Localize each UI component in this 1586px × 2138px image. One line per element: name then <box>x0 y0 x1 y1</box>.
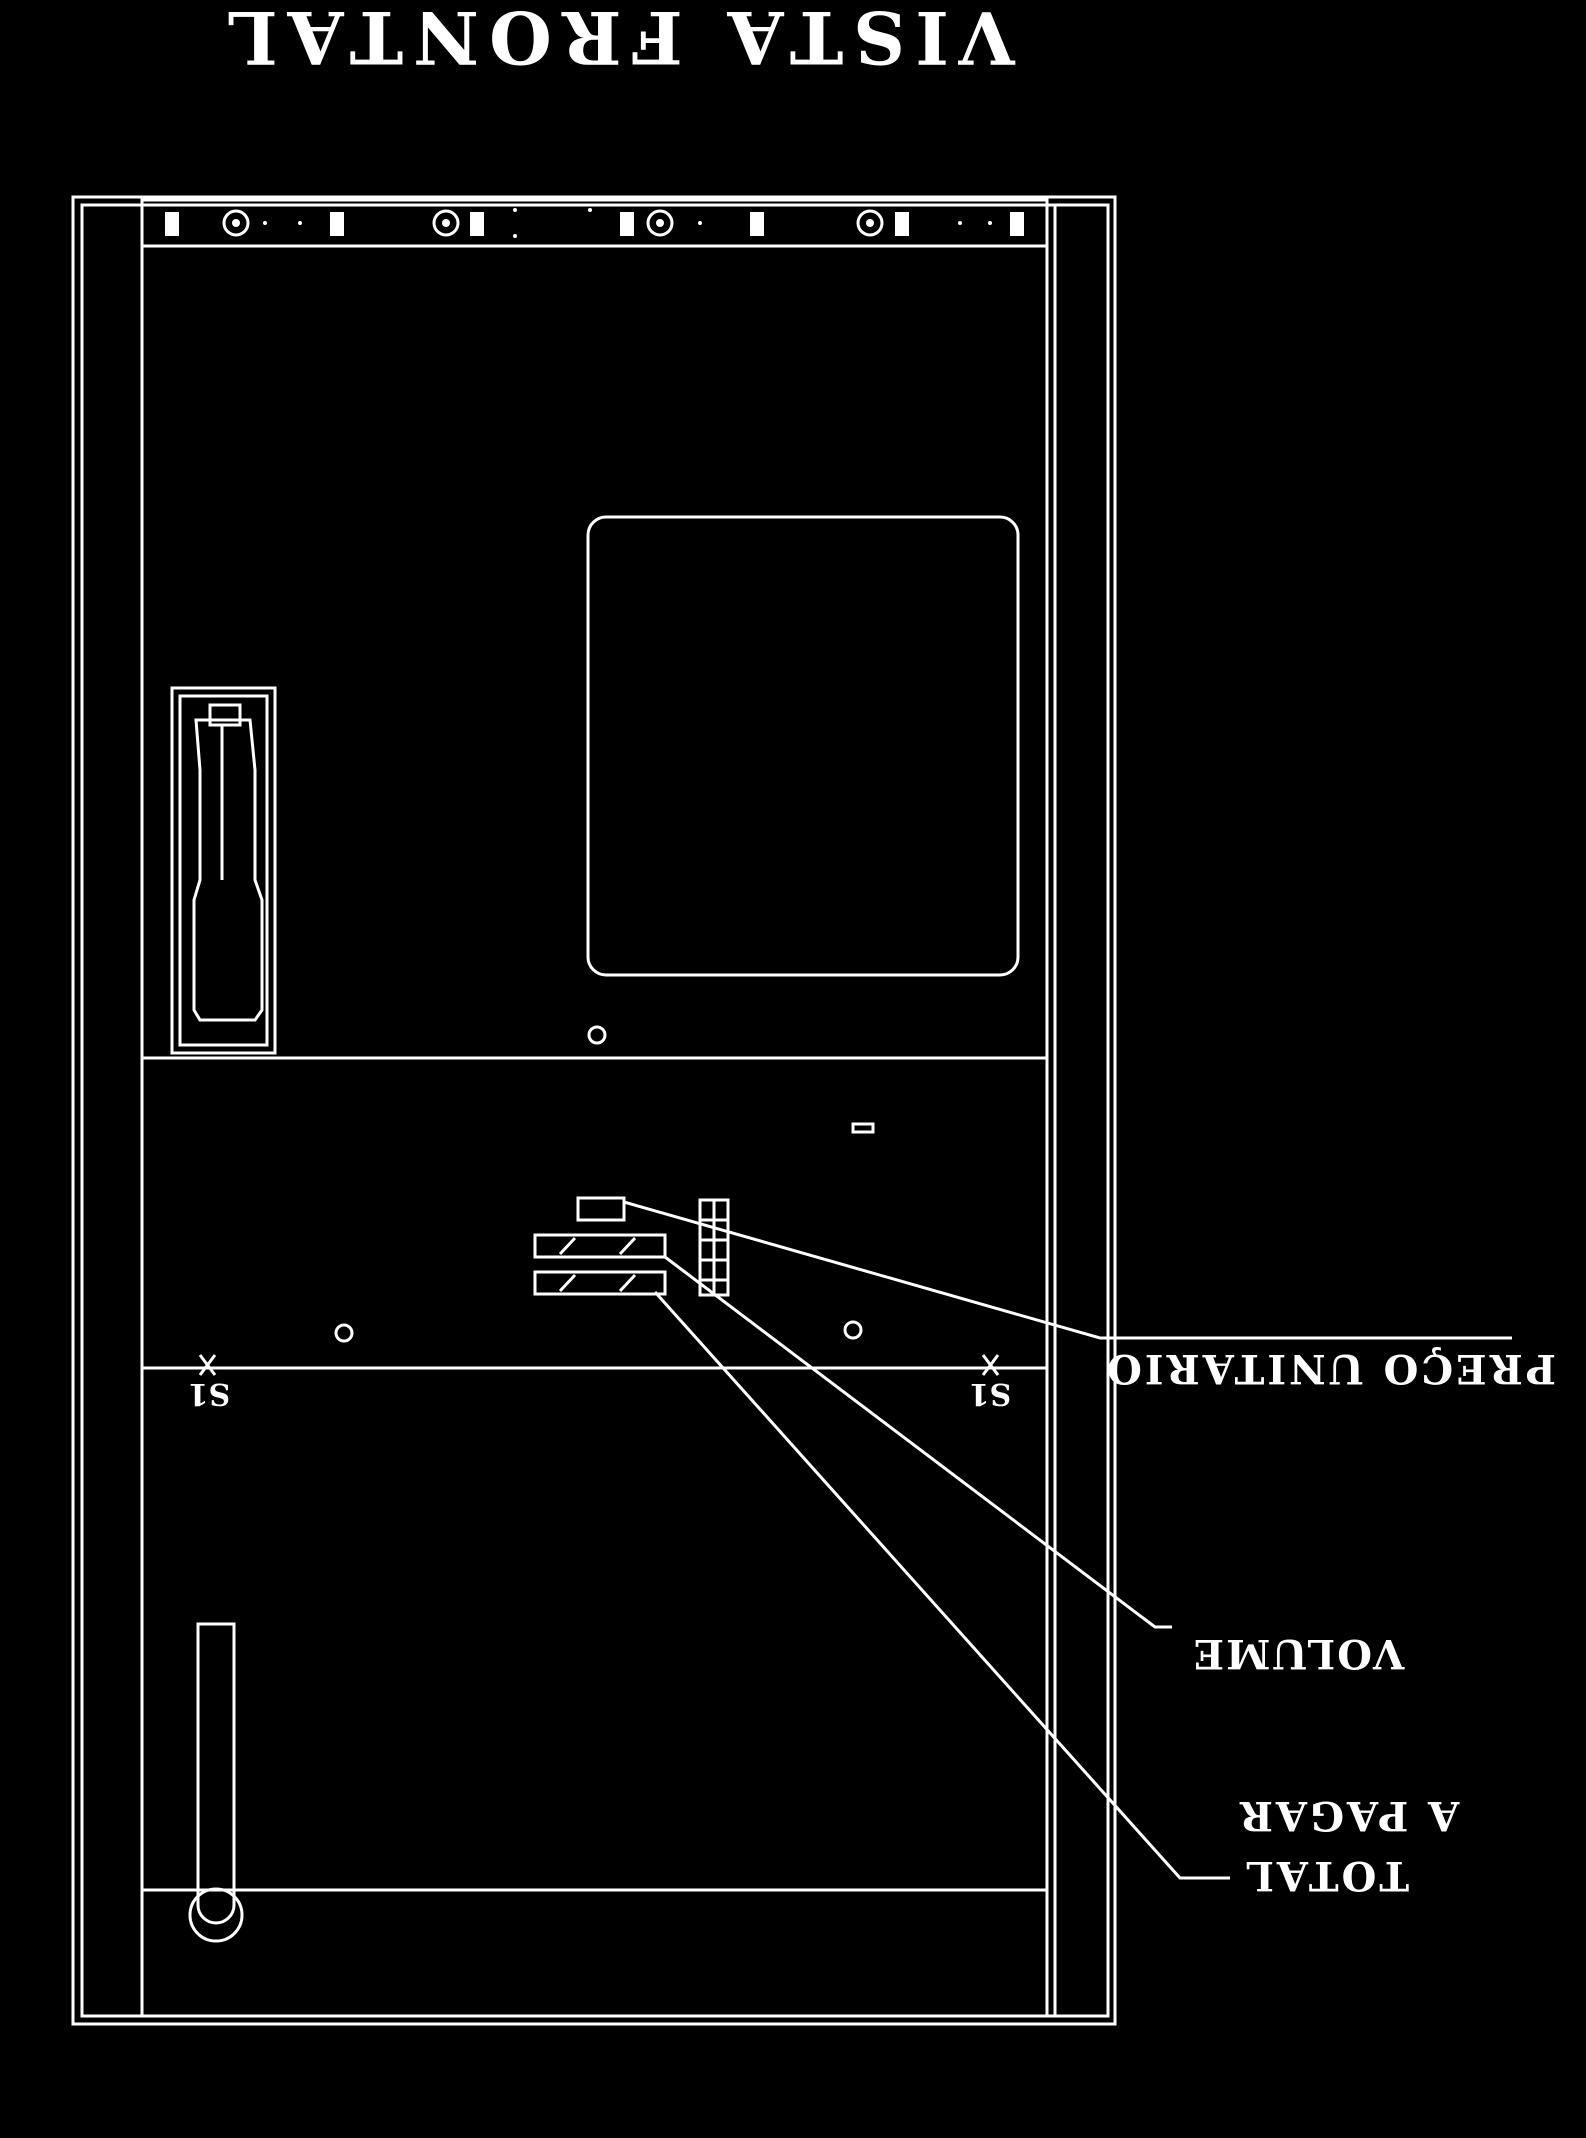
hose-base <box>188 1887 244 1943</box>
top-strip <box>140 198 1049 248</box>
unit-price-counter <box>576 1196 626 1222</box>
hatch <box>618 1273 637 1293</box>
top-strip-markings <box>165 208 1024 238</box>
upper-panel <box>140 244 1049 1060</box>
marker-s1-right: S1 <box>969 1376 1012 1411</box>
screw-hole <box>587 1025 607 1045</box>
title: VISTA FRONTAL <box>217 0 1016 80</box>
leader-preco <box>623 1200 1512 1340</box>
cabinet-inner-outline <box>80 203 1110 2018</box>
label-volume: VOLUME <box>1192 1630 1406 1677</box>
hose <box>196 1622 236 1925</box>
s1-markers <box>198 1354 1000 1376</box>
nozzle-holster-inner <box>178 694 269 1047</box>
nozzle-tip <box>208 703 242 727</box>
volume-counter <box>533 1233 667 1259</box>
hatch <box>618 1236 637 1256</box>
marker-s1-left: S1 <box>188 1376 231 1411</box>
small-slot <box>851 1122 875 1134</box>
nozzle <box>192 718 264 1022</box>
label-preco-unitario: PREÇO UNITARIO <box>1104 1345 1556 1392</box>
bolt-right <box>843 1320 863 1340</box>
bolt-left <box>334 1323 354 1343</box>
label-a-pagar: A PAGAR <box>1237 1792 1461 1839</box>
leader-volume <box>664 1255 1172 1629</box>
hatch <box>558 1236 577 1256</box>
label-total: TOTAL <box>1243 1852 1409 1899</box>
hatch <box>558 1273 577 1293</box>
total-counter <box>533 1270 667 1296</box>
nozzle-holster <box>170 686 277 1055</box>
cabinet-outline <box>71 195 1117 2026</box>
leader-total <box>653 1290 1230 1880</box>
display-window <box>586 515 1020 977</box>
